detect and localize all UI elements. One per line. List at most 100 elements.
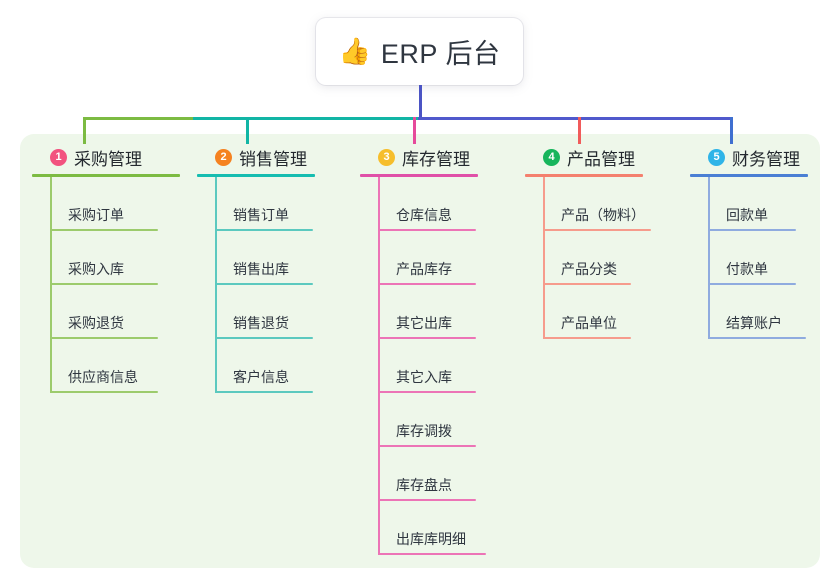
list-item[interactable]: 采购入库 <box>50 231 180 285</box>
list-item[interactable]: 采购退货 <box>50 285 180 339</box>
leaf-label: 出库库明细 <box>396 531 466 547</box>
branch-header-2[interactable]: 2 销售管理 <box>197 144 327 170</box>
leaf-label: 其它出库 <box>396 315 452 331</box>
leaf-label: 供应商信息 <box>68 369 138 385</box>
leaf-rule <box>50 337 158 339</box>
connector-drop-branch2 <box>246 117 249 144</box>
leaf-rule <box>378 553 486 555</box>
leaf-list-2: 销售订单 销售出库 销售退货 客户信息 <box>197 177 327 393</box>
leaf-rule <box>543 283 631 285</box>
root-node[interactable]: 👍 ERP 后台 <box>316 18 523 85</box>
branch-rule-4 <box>525 174 643 177</box>
connector-drop-branch5 <box>730 117 733 144</box>
branch-column-5: 5 财务管理 回款单 付款单 结算账户 <box>690 144 820 339</box>
branch-label-5: 财务管理 <box>732 149 800 169</box>
branch-column-4: 4 产品管理 产品（物料） 产品分类 产品单位 <box>525 144 665 339</box>
leaf-rule <box>215 337 313 339</box>
connector-horizontal-teal <box>193 117 418 120</box>
leaf-label: 库存盘点 <box>396 477 452 493</box>
list-item[interactable]: 采购订单 <box>50 177 180 231</box>
leaf-label: 销售订单 <box>233 207 289 223</box>
list-item[interactable]: 产品库存 <box>378 231 490 285</box>
leaf-rule <box>215 229 313 231</box>
leaf-label: 库存调拨 <box>396 423 452 439</box>
leaf-list-3: 仓库信息 产品库存 其它出库 其它入库 库存调拨 库存盘点 <box>360 177 490 555</box>
leaf-label: 销售退货 <box>233 315 289 331</box>
branch-header-1[interactable]: 1 采购管理 <box>32 144 180 170</box>
list-item[interactable]: 销售出库 <box>215 231 327 285</box>
leaf-rule <box>543 337 631 339</box>
branch-badge-4: 4 <box>543 148 560 166</box>
branch-spine-4 <box>543 177 545 339</box>
leaf-label: 产品单位 <box>561 315 617 331</box>
list-item[interactable]: 仓库信息 <box>378 177 490 231</box>
branch-rule-3 <box>360 174 478 177</box>
leaf-label: 销售出库 <box>233 261 289 277</box>
leaf-rule <box>378 229 476 231</box>
leaf-label: 产品分类 <box>561 261 617 277</box>
branch-badge-1: 1 <box>50 148 67 166</box>
branch-header-3[interactable]: 3 库存管理 <box>360 144 490 170</box>
thumbs-up-icon: 👍 <box>338 36 371 67</box>
list-item[interactable]: 回款单 <box>708 177 820 231</box>
branch-label-4: 产品管理 <box>567 149 635 169</box>
list-item[interactable]: 其它出库 <box>378 285 490 339</box>
leaf-rule <box>50 283 158 285</box>
branch-rule-5 <box>690 174 808 177</box>
list-item[interactable]: 产品（物料） <box>543 177 665 231</box>
connector-horizontal-green <box>83 117 193 120</box>
leaf-rule <box>378 391 476 393</box>
leaf-rule <box>50 391 158 393</box>
branch-header-4[interactable]: 4 产品管理 <box>525 144 665 170</box>
list-item[interactable]: 出库库明细 <box>378 501 490 555</box>
leaf-label: 付款单 <box>726 261 768 277</box>
leaf-rule <box>215 391 313 393</box>
branch-label-2: 销售管理 <box>239 149 307 169</box>
page-title: ERP 后台 <box>380 39 501 69</box>
branch-spine-2 <box>215 177 217 393</box>
branch-column-2: 2 销售管理 销售订单 销售出库 销售退货 客户信息 <box>197 144 327 393</box>
list-item[interactable]: 供应商信息 <box>50 339 180 393</box>
leaf-rule <box>378 337 476 339</box>
leaf-label: 采购订单 <box>68 207 124 223</box>
connector-drop-branch3 <box>413 117 416 144</box>
leaf-list-1: 采购订单 采购入库 采购退货 供应商信息 <box>32 177 180 393</box>
leaf-rule <box>708 283 796 285</box>
leaf-rule <box>708 229 796 231</box>
connector-root-trunk <box>419 85 422 119</box>
leaf-label: 采购退货 <box>68 315 124 331</box>
leaf-rule <box>378 499 476 501</box>
list-item[interactable]: 结算账户 <box>708 285 820 339</box>
leaf-label: 仓库信息 <box>396 207 452 223</box>
branch-rule-2 <box>197 174 315 177</box>
leaf-rule <box>215 283 313 285</box>
list-item[interactable]: 库存盘点 <box>378 447 490 501</box>
branch-label-1: 采购管理 <box>74 149 142 169</box>
leaf-rule <box>543 229 651 231</box>
connector-horizontal-purple <box>418 117 733 120</box>
leaf-label: 产品（物料） <box>561 207 645 223</box>
list-item[interactable]: 其它入库 <box>378 339 490 393</box>
list-item[interactable]: 销售退货 <box>215 285 327 339</box>
list-item[interactable]: 产品单位 <box>543 285 665 339</box>
branch-label-3: 库存管理 <box>402 149 470 169</box>
leaf-rule <box>50 229 158 231</box>
list-item[interactable]: 产品分类 <box>543 231 665 285</box>
connector-drop-branch1 <box>83 117 86 144</box>
branch-badge-2: 2 <box>215 148 232 166</box>
connector-drop-branch4 <box>578 117 581 144</box>
branch-spine-1 <box>50 177 52 393</box>
branch-spine-3 <box>378 177 380 555</box>
branches-panel <box>20 134 820 568</box>
branch-header-5[interactable]: 5 财务管理 <box>690 144 820 170</box>
list-item[interactable]: 库存调拨 <box>378 393 490 447</box>
branch-spine-5 <box>708 177 710 339</box>
list-item[interactable]: 销售订单 <box>215 177 327 231</box>
branch-badge-3: 3 <box>378 148 395 166</box>
leaf-label: 采购入库 <box>68 261 124 277</box>
list-item[interactable]: 客户信息 <box>215 339 327 393</box>
leaf-label: 回款单 <box>726 207 768 223</box>
list-item[interactable]: 付款单 <box>708 231 820 285</box>
leaf-label: 产品库存 <box>396 261 452 277</box>
